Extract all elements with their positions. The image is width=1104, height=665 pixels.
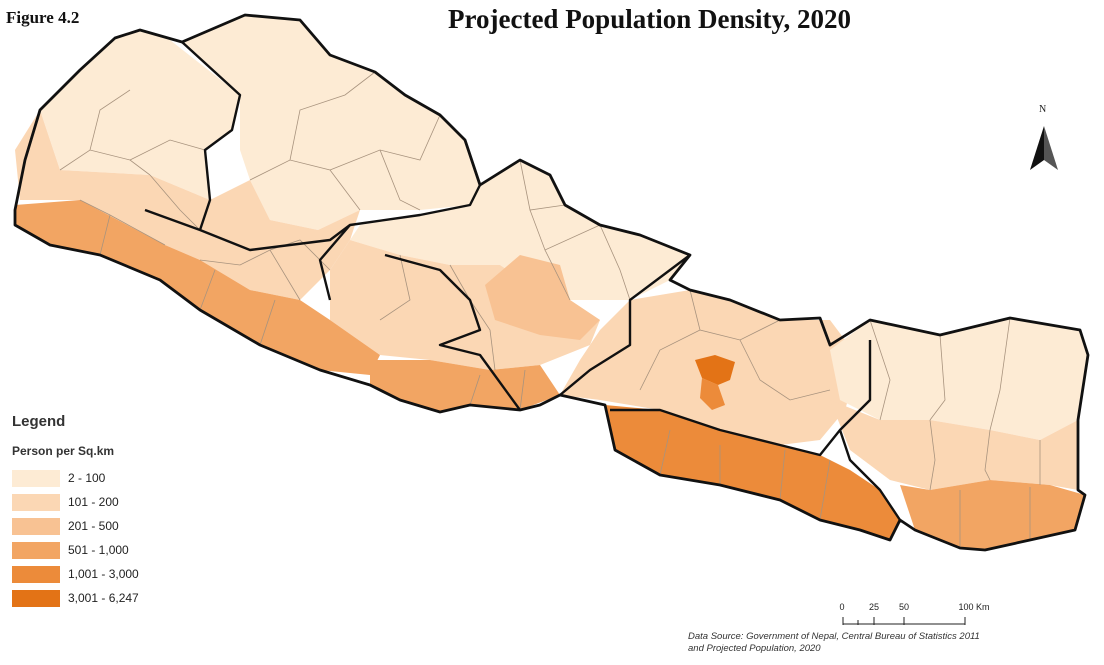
region-mid-terai (370, 360, 560, 412)
legend-item: 2 - 100 (12, 466, 139, 490)
scale-bar: 0 25 50 100 Km (839, 602, 990, 632)
legend-item: 201 - 500 (12, 514, 139, 538)
legend-swatch (12, 589, 60, 607)
legend-swatch (12, 517, 60, 535)
region-gandaki-hills (485, 255, 600, 340)
data-source: Data Source: Government of Nepal, Centra… (688, 631, 980, 655)
region-east-terai (900, 480, 1085, 550)
north-arrow: N (1026, 104, 1062, 174)
region-west-hills (330, 240, 600, 370)
north-arrow-icon (1030, 126, 1058, 170)
region-farwest-north (40, 30, 240, 200)
legend-label: 3,001 - 6,247 (68, 591, 139, 605)
scale-tick: 25 (868, 602, 880, 612)
legend-swatch (12, 493, 60, 511)
figure-label: Figure 4.2 (6, 8, 80, 27)
region-west-mountain (350, 160, 690, 300)
legend-item: 501 - 1,000 (12, 538, 139, 562)
legend-swatch (12, 565, 60, 583)
region-farwest-hills (15, 110, 210, 245)
map-title: Projected Population Density, 2020 (448, 4, 851, 34)
legend-label: 1,001 - 3,000 (68, 567, 139, 581)
legend-label: 501 - 1,000 (68, 543, 129, 557)
legend-label: 2 - 100 (68, 471, 106, 485)
legend-label: 101 - 200 (68, 495, 119, 509)
scale-tick: 0 (839, 602, 845, 612)
legend-swatch (12, 541, 60, 559)
data-source-line: and Projected Population, 2020 (688, 643, 821, 654)
data-source-line: Data Source: Government of Nepal, Centra… (688, 631, 980, 642)
scale-tick: 100 Km (958, 602, 990, 612)
legend-subtitle: Person per Sq.km (12, 444, 115, 458)
region-lalitpur (700, 378, 725, 410)
region-midwest-mountain (182, 15, 480, 230)
north-letter: N (1039, 104, 1047, 115)
district-lines (59, 71, 1041, 548)
legend-item: 101 - 200 (12, 490, 139, 514)
legend-item: 1,001 - 3,000 (12, 562, 139, 586)
legend-swatch (12, 469, 60, 487)
region-midwest-hills (165, 180, 360, 300)
country-border (13, 13, 1090, 552)
region-east-mountain (830, 318, 1088, 440)
province-borders (144, 41, 901, 521)
scale-tick: 50 (898, 602, 910, 612)
region-east-hills (830, 400, 1078, 490)
legend-title: Legend (12, 413, 66, 430)
legend-label: 201 - 500 (68, 519, 119, 533)
scale-bar-graphic (842, 617, 966, 625)
region-farwest-terai (15, 200, 380, 375)
region-kathmandu-valley (695, 355, 735, 385)
legend: Legend Person per Sq.km 2 - 100 101 - 20… (12, 413, 139, 610)
legend-item: 3,001 - 6,247 (12, 586, 139, 610)
region-central-terai (605, 405, 900, 540)
